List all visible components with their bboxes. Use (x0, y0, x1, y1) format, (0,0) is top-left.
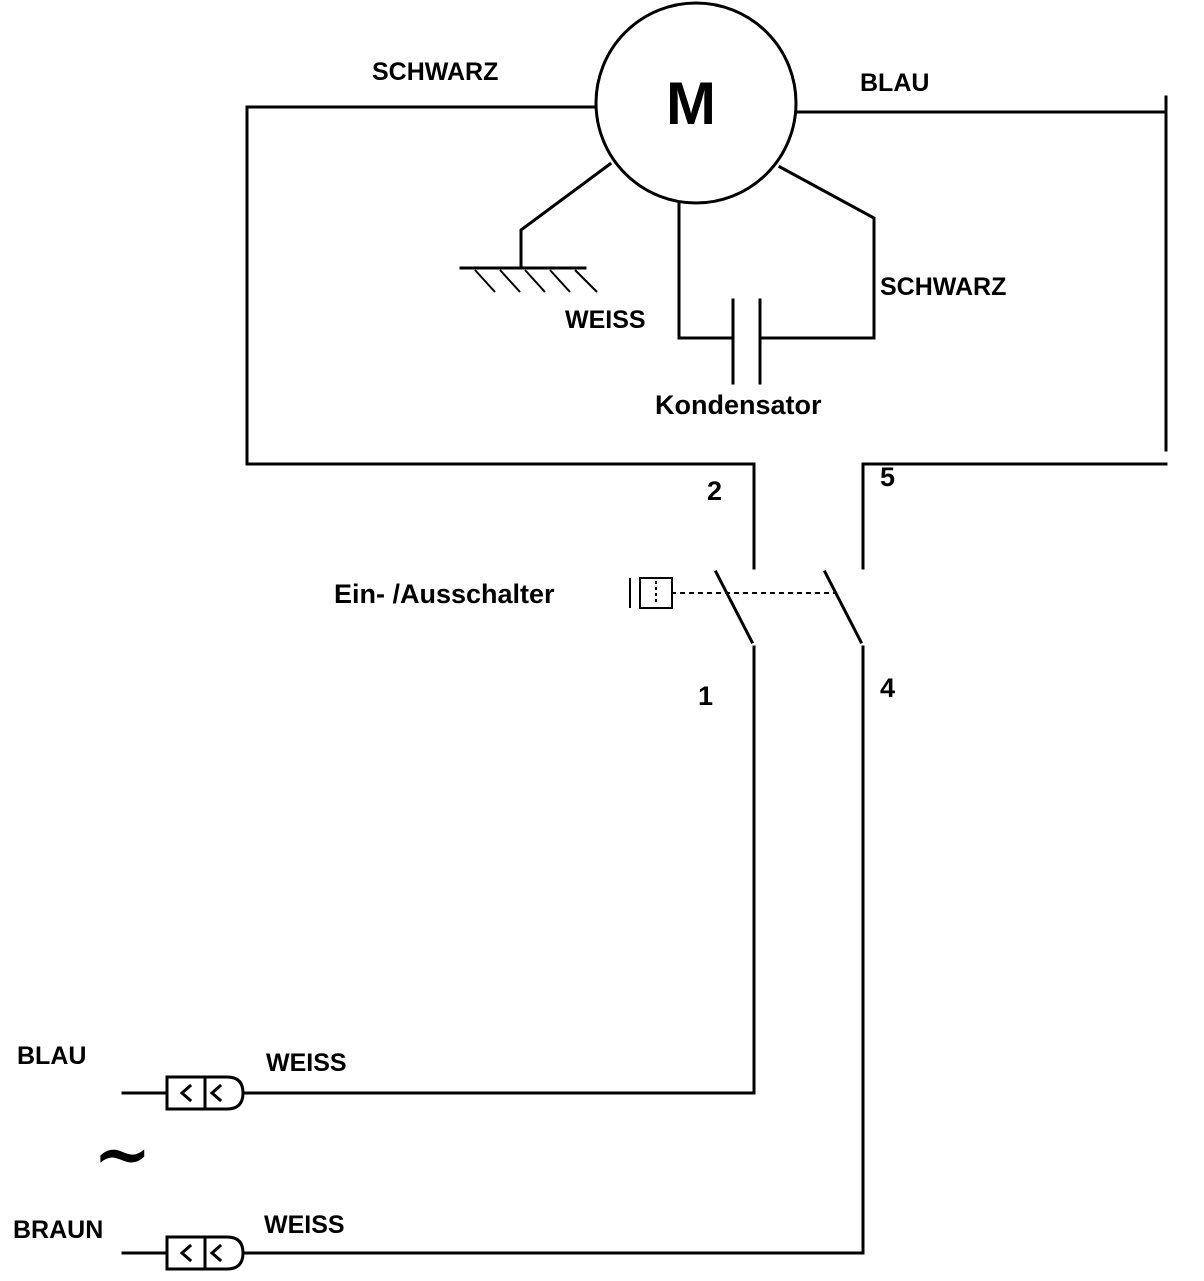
supply-label-line2-wire: WEISS (264, 1211, 345, 1239)
ac-symbol: ~ (93, 1112, 152, 1195)
motor-symbol (594, 1, 798, 205)
wire-terminal-4-to-supply (241, 645, 865, 1255)
wire-label-capacitor-right: SCHWARZ (880, 273, 1006, 301)
capacitor-label: Kondensator (655, 390, 822, 420)
plug-connector-icon (121, 1075, 245, 1111)
terminal-label-4: 4 (880, 673, 895, 703)
wire-capacitor-right (758, 164, 876, 340)
ground-icon (459, 266, 598, 293)
wire-capacitor-left (677, 200, 735, 340)
terminal-label-5: 5 (880, 462, 895, 492)
plug-connector-icon (121, 1235, 245, 1271)
wire-label-ground: WEISS (565, 306, 646, 334)
wire-terminal-1-to-supply (241, 645, 756, 1095)
wire-label-motor-right: BLAU (860, 69, 929, 97)
supply-label-line1-color: BLAU (17, 1042, 86, 1070)
switch-label: Ein- /Ausschalter (334, 579, 555, 609)
motor-label: M (666, 70, 716, 137)
switch-icon (629, 569, 864, 645)
wire-motor-to-terminal-2 (245, 105, 756, 570)
wire-ground (519, 161, 613, 270)
terminal-label-1: 1 (698, 681, 713, 711)
terminal-label-2: 2 (707, 476, 722, 506)
supply-label-line2-color: BRAUN (13, 1216, 103, 1244)
wire-label-motor-left: SCHWARZ (372, 58, 498, 86)
supply-label-line1-wire: WEISS (266, 1049, 347, 1077)
wire-terminal-5-bus (861, 462, 1168, 570)
capacitor-icon (731, 298, 762, 385)
